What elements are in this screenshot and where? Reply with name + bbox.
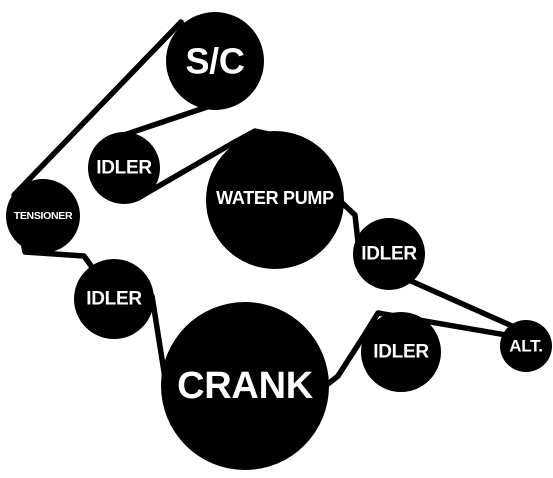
pulley-tensioner: TENSIONER bbox=[6, 179, 80, 253]
pulley-idler-3-label: IDLER bbox=[373, 342, 429, 363]
pulley-idler-1-label: IDLER bbox=[96, 158, 152, 179]
pulley-idler-4-label: IDLER bbox=[86, 289, 142, 310]
pulley-idler-1-circle bbox=[88, 132, 160, 204]
pulley-idler-2-label: IDLER bbox=[361, 244, 417, 265]
pulley-idler-3: IDLER bbox=[361, 312, 441, 392]
pulley-tensioner-label: TENSIONER bbox=[14, 210, 73, 222]
pulley-crank: CRANK bbox=[161, 302, 329, 470]
pulley-sc-label: S/C bbox=[185, 41, 244, 82]
pulley-water-pump: WATER PUMP bbox=[206, 131, 344, 269]
pulley-sc-circle bbox=[166, 12, 264, 110]
pulley-idler-4-circle bbox=[74, 259, 154, 339]
pulley-water-pump-circle bbox=[206, 131, 344, 269]
pulley-crank-label: CRANK bbox=[177, 365, 314, 407]
pulley-sc: S/C bbox=[166, 12, 264, 110]
pulley-alt-label: ALT. bbox=[509, 337, 542, 356]
pulley-idler-4: IDLER bbox=[74, 259, 154, 339]
pulley-idler-2: IDLER bbox=[353, 218, 425, 290]
pulley-tensioner-circle bbox=[6, 179, 80, 253]
pulley-idler-2-circle bbox=[353, 218, 425, 290]
pulley-idler-1: IDLER bbox=[88, 132, 160, 204]
pulley-alt: ALT. bbox=[500, 320, 552, 372]
pulley-water-pump-label: WATER PUMP bbox=[216, 188, 334, 208]
pulley-crank-circle bbox=[161, 302, 329, 470]
pulley-alt-circle bbox=[500, 320, 552, 372]
pulley-idler-3-circle bbox=[361, 312, 441, 392]
